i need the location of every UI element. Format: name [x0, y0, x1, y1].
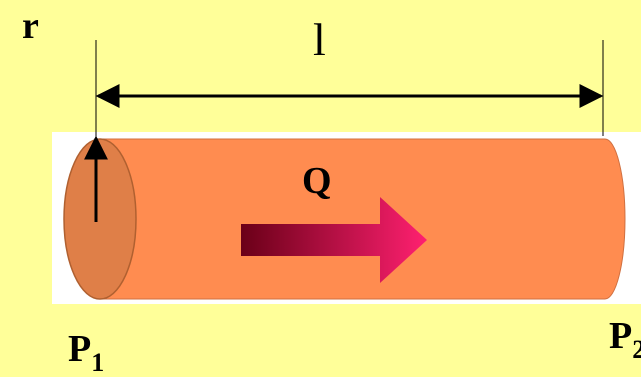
pressure-inlet-subscript: 1 [91, 348, 104, 377]
flow-label: Q [302, 160, 332, 202]
length-label: l [313, 14, 326, 65]
tube-end-cap [63, 138, 137, 300]
pressure-outlet-subscript: 2 [632, 335, 641, 364]
pressure-outlet-label: P2 [609, 315, 641, 364]
pressure-inlet-symbol: P [68, 328, 91, 370]
pressure-inlet-label: P1 [68, 328, 104, 377]
tube-body [99, 138, 626, 300]
radius-label: r [22, 5, 39, 47]
pressure-outlet-symbol: P [609, 315, 632, 357]
flow-arrow [241, 197, 427, 283]
